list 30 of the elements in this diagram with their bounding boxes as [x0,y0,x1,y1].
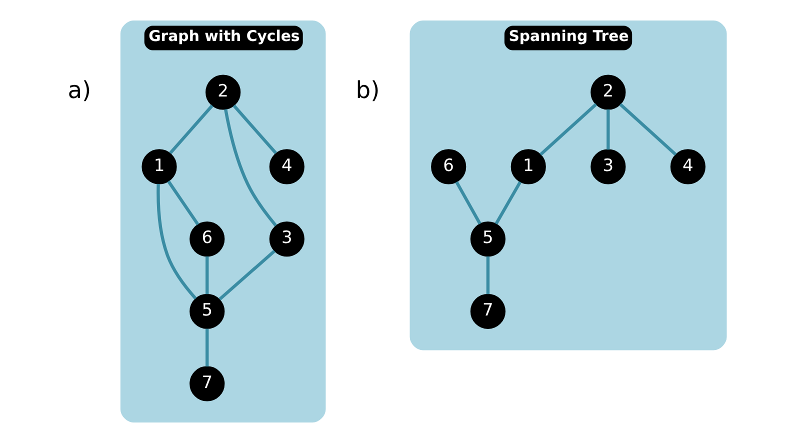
node-circle: 3 [590,149,626,184]
connector [205,328,208,366]
label: b) [355,76,380,104]
connector [232,104,276,154]
connector [205,256,208,294]
node-circle: 7 [189,366,224,402]
node-circle: 4 [268,149,304,184]
connector [494,181,522,225]
connector [606,109,610,150]
node-circle: 1 [141,149,176,184]
node-circle: 7 [470,294,505,329]
node-circle: 1 [510,149,546,184]
node-circle: 5 [470,222,505,257]
connector [166,180,199,226]
label: a) [67,76,91,104]
connector [218,250,275,300]
node-circle: 2 [205,74,240,110]
connector [486,256,490,294]
connector [454,181,481,225]
connector [539,103,597,156]
node-circle: 6 [430,149,466,184]
node-circle: 2 [590,74,626,110]
connector [224,109,276,226]
connector [168,104,213,154]
connector [618,103,676,156]
node-circle: 3 [268,222,304,257]
node-circle: 5 [189,294,224,329]
node-circle: 4 [670,149,705,184]
node-circle: 6 [189,222,224,257]
connector [156,184,196,300]
